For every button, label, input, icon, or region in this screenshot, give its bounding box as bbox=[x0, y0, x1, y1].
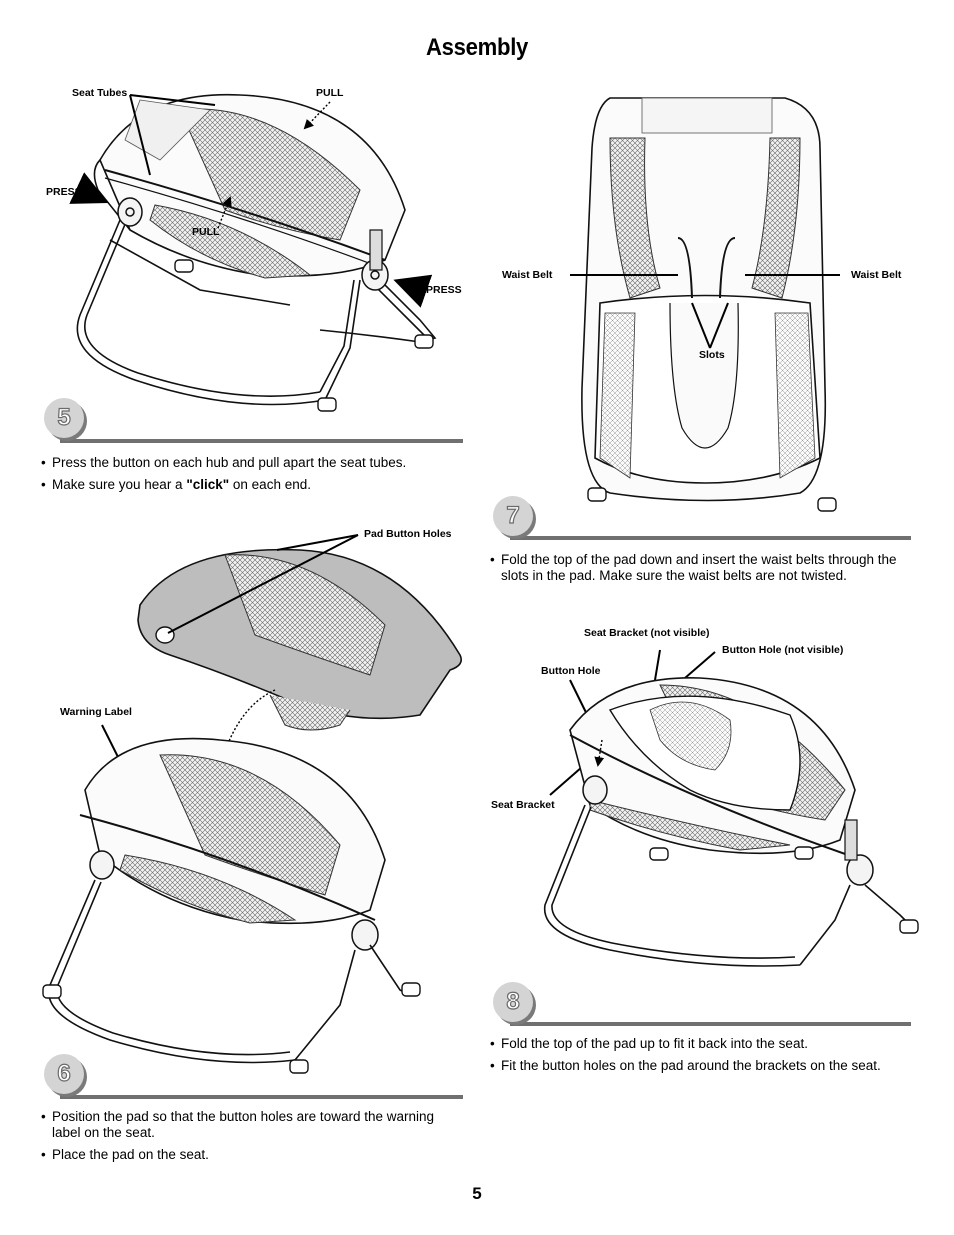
label-button-hole: Button Hole bbox=[541, 665, 601, 677]
label-pull-mid: PULL bbox=[192, 226, 220, 238]
step7-illustration bbox=[570, 97, 840, 512]
step-6-bullet-2: •Place the pad on the seat. bbox=[41, 1147, 209, 1162]
label-waist-belt-left: Waist Belt bbox=[502, 269, 553, 281]
step-6-bullet-1: •Position the pad so that the button hol… bbox=[41, 1109, 435, 1140]
step-7-instructions: •Fold the top of the pad down and insert… bbox=[490, 552, 910, 590]
label-button-hole-not-visible: Button Hole (not visible) bbox=[722, 644, 844, 656]
step5-illustration bbox=[69, 93, 437, 412]
step-6-number: 6 bbox=[44, 1054, 84, 1094]
step-5-bullet-1: •Press the button on each hub and pull a… bbox=[41, 455, 407, 470]
step-6-instructions: •Position the pad so that the button hol… bbox=[41, 1109, 461, 1169]
step-7-bullet-1: •Fold the top of the pad down and insert… bbox=[490, 552, 897, 583]
label-warning-label: Warning Label bbox=[60, 706, 132, 718]
label-press-left: PRESS bbox=[46, 186, 82, 198]
step-8-bullet-2: •Fit the button holes on the pad around … bbox=[490, 1058, 881, 1073]
step8-illustration bbox=[543, 649, 919, 967]
label-pull-top: PULL bbox=[316, 87, 344, 99]
step-7-number: 7 bbox=[493, 496, 533, 536]
label-waist-belt-right: Waist Belt bbox=[851, 269, 902, 281]
label-press-right: PRESS bbox=[426, 284, 462, 296]
step-8-instructions: •Fold the top of the pad up to fit it ba… bbox=[490, 1036, 910, 1080]
label-seat-tubes: Seat Tubes bbox=[72, 87, 128, 99]
step-5-number: 5 bbox=[44, 398, 84, 438]
page-title: Assembly bbox=[425, 34, 529, 61]
step6-illustration bbox=[42, 534, 463, 1074]
page-number: 5 bbox=[472, 1184, 482, 1203]
label-seat-bracket: Seat Bracket bbox=[491, 799, 555, 811]
label-seat-bracket-not-visible: Seat Bracket (not visible) bbox=[584, 627, 710, 639]
label-pad-button-holes: Pad Button Holes bbox=[364, 528, 452, 540]
label-slots: Slots bbox=[699, 349, 725, 361]
step-8-bullet-1: •Fold the top of the pad up to fit it ba… bbox=[490, 1036, 808, 1051]
step-5-instructions: •Press the button on each hub and pull a… bbox=[41, 455, 461, 499]
step-8-number: 8 bbox=[493, 982, 533, 1022]
step-5-bullet-2: •Make sure you hear a "click" on each en… bbox=[41, 477, 311, 492]
